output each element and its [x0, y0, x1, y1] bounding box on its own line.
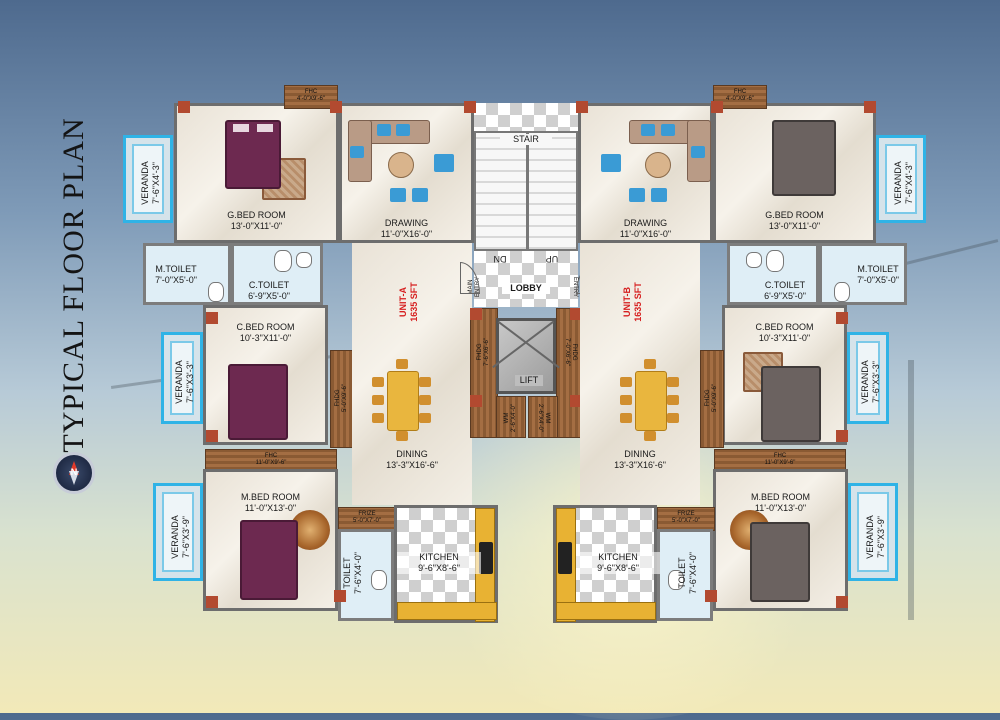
dn-label: DN	[493, 254, 507, 264]
compass-icon: N	[53, 452, 95, 494]
lift-label: LIFT	[515, 375, 543, 386]
drawing-size-a: 11'-0"X16'-0"	[380, 229, 433, 239]
g-bed-size-a: 13'-0"X11'-0"	[230, 221, 283, 231]
lobby-label: LOBBY	[502, 283, 550, 294]
unit-a-label: UNIT-A 1635 SFT	[398, 282, 419, 322]
drawing-name-a: DRAWING	[384, 218, 429, 228]
fhdg-core-b: FHDG 7'-0"X6'-6"	[556, 308, 584, 438]
compass-north-label: N	[70, 467, 78, 477]
crane-tower-right	[908, 360, 914, 620]
stair-landing	[474, 103, 578, 131]
up-label: UP	[545, 254, 559, 264]
page-title: TYPICAL FLOOR PLAN	[57, 117, 90, 453]
wm-core-a: WM 2'-6"X4'-0"	[496, 396, 526, 438]
stair-label: STAIR	[500, 134, 552, 145]
stair	[474, 131, 578, 251]
lift: LIFT	[496, 318, 556, 394]
unit-b-label: UNIT-B 1635 SFT	[622, 282, 643, 322]
g-bed-name-a: G.BED ROOM	[227, 210, 286, 220]
fhdg-core-a: FHDG 7'-6"X6'-6"	[470, 308, 498, 438]
lobby	[474, 251, 578, 307]
wm-core-b: WM 2'-6"X4'-0"	[528, 396, 558, 438]
